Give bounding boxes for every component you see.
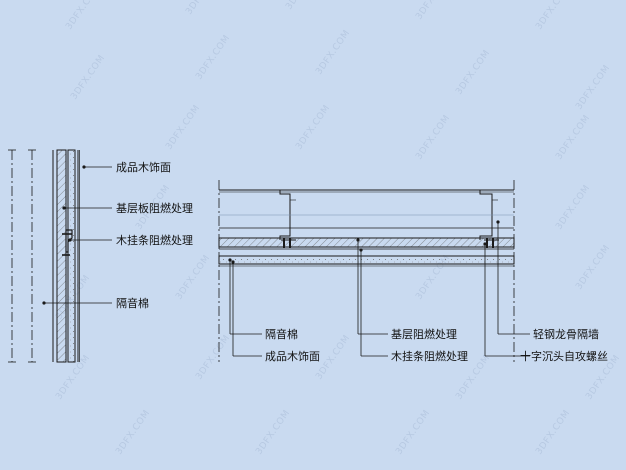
watermark-text: 3DFX.COM <box>69 53 107 101</box>
leader-dot <box>82 165 86 169</box>
watermark-text: 3DFX.COM <box>414 0 452 22</box>
leader-dot <box>42 301 46 305</box>
label-steel-keel: 轻钢龙骨隔墙 <box>533 327 599 341</box>
label-wood-strip-left: 木挂条阻燃处理 <box>116 233 193 247</box>
watermark-text: 3DFX.COM <box>194 333 232 381</box>
label-finish-left: 成品木饰面 <box>116 160 171 174</box>
leader-dot <box>359 248 363 252</box>
watermark-text: 3DFX.COM <box>174 253 212 301</box>
watermark-text: 3DFX.COM <box>194 33 232 81</box>
label-wood-strip-right: 木挂条阻燃处理 <box>391 349 468 363</box>
label-screw: 十字沉头自攻螺丝 <box>520 349 608 363</box>
watermark-text: 3DFX.COM <box>574 243 612 291</box>
watermark-text: 3DFX.COM <box>184 0 222 17</box>
label-base-fire-right: 基层阻燃处理 <box>391 327 457 341</box>
watermark-text: 3DFX.COM <box>284 0 322 12</box>
leader-dot <box>62 206 66 210</box>
watermark-text: 3DFX.COM <box>454 48 492 96</box>
leader-dot <box>356 238 360 242</box>
watermark-text: 3DFX.COM <box>574 63 612 111</box>
leader-dot <box>228 258 232 262</box>
left-wall-section <box>8 149 112 363</box>
watermark-text: 3DFX.COM <box>414 113 452 161</box>
leader-dot <box>483 242 487 246</box>
leader-dot <box>231 260 235 264</box>
watermark-text: 3DFX.COM <box>554 113 592 161</box>
watermark-text: 3DFX.COM <box>534 0 572 32</box>
right-wall-section <box>218 180 530 362</box>
watermark-text: 3DFX.COM <box>164 103 202 151</box>
watermark-text: 3DFX.COM <box>554 183 592 231</box>
label-insulation-right: 隔音棉 <box>265 327 298 341</box>
watermark-text: 3DFX.COM <box>294 103 332 151</box>
watermark-text: 3DFX.COM <box>394 408 432 456</box>
watermark-text: 3DFX.COM <box>254 408 292 456</box>
watermark-text: 3DFX.COM <box>534 408 572 456</box>
watermark-text: 3DFX.COM <box>314 28 352 76</box>
watermark-text: 3DFX.COM <box>114 408 152 456</box>
watermark-text: 3DFX.COM <box>64 0 102 32</box>
label-finish-right: 成品木饰面 <box>265 349 320 363</box>
leader-dot <box>496 220 500 224</box>
label-insulation-left: 隔音棉 <box>116 296 149 310</box>
leader-dot <box>68 238 72 242</box>
label-base-board-left: 基层板阻燃处理 <box>116 201 193 215</box>
